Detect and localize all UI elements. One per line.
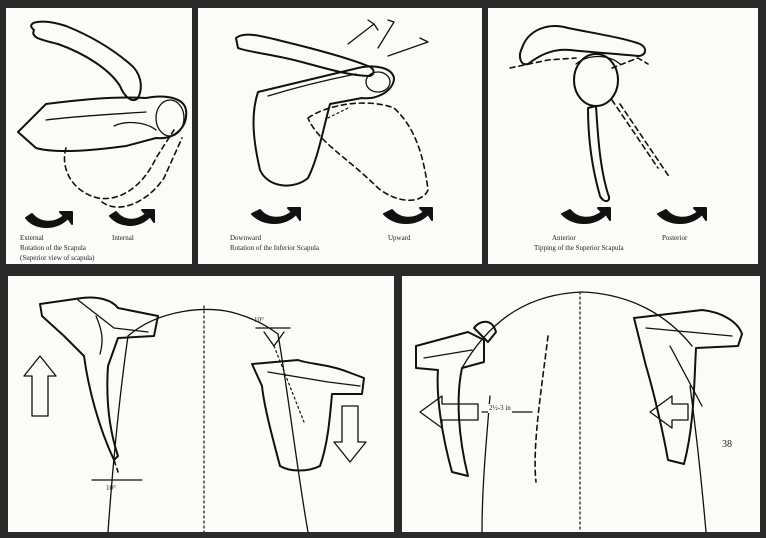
panel-rotation-inferior-scapula: Downward Upward Rotation of the Inferior… xyxy=(198,8,482,264)
anterior-label: Anterior xyxy=(552,234,576,243)
scapula-tipping-drawing xyxy=(488,8,758,264)
downward-label: Downward xyxy=(230,234,261,243)
panel-tipping-superior-scapula: Anterior Posterior Tipping of the Superi… xyxy=(488,8,758,264)
caption-line1: Rotation of the Inferior Scapula xyxy=(230,244,319,253)
caption-line1: Tipping of the Superior Scapula xyxy=(534,244,624,253)
anterior-tipping-arrow-icon xyxy=(562,208,610,223)
panel-rotation-superior-view: External Internal Rotation of the Scapul… xyxy=(6,8,192,264)
top-angle-label: 10° xyxy=(254,316,264,325)
downward-rotation-arrow-icon xyxy=(252,208,300,223)
scapulae-protraction-drawing xyxy=(402,276,760,532)
upward-label: Upward xyxy=(388,234,411,243)
posterior-tipping-arrow-icon xyxy=(658,208,706,223)
scapula-superior-view-drawing xyxy=(6,8,192,264)
internal-label: Internal xyxy=(112,234,134,243)
panel-abduction-adduction: 2½-3 in 38 xyxy=(402,276,760,532)
page-number: 38 xyxy=(722,440,732,449)
posterior-label: Posterior xyxy=(662,234,687,243)
external-rotation-arrow-icon xyxy=(26,212,72,227)
upward-rotation-arrow-icon xyxy=(384,208,432,223)
panel-elevation-depression: 10° 10° xyxy=(8,276,394,532)
scapula-rotation-drawing xyxy=(198,8,482,264)
caption-line1: Rotation of the Scapula xyxy=(20,244,86,253)
depression-arrow-icon xyxy=(334,406,366,462)
caption-line2: (Superior view of scapula) xyxy=(20,254,94,263)
elevation-arrow-icon xyxy=(24,356,56,416)
abduction-arrow-icon xyxy=(420,396,478,428)
bottom-angle-label: 10° xyxy=(106,484,116,493)
external-label: External xyxy=(20,234,44,243)
distance-label: 2½-3 in xyxy=(488,404,512,413)
internal-rotation-arrow-icon xyxy=(110,210,154,225)
scapulae-elevation-drawing xyxy=(8,276,394,532)
